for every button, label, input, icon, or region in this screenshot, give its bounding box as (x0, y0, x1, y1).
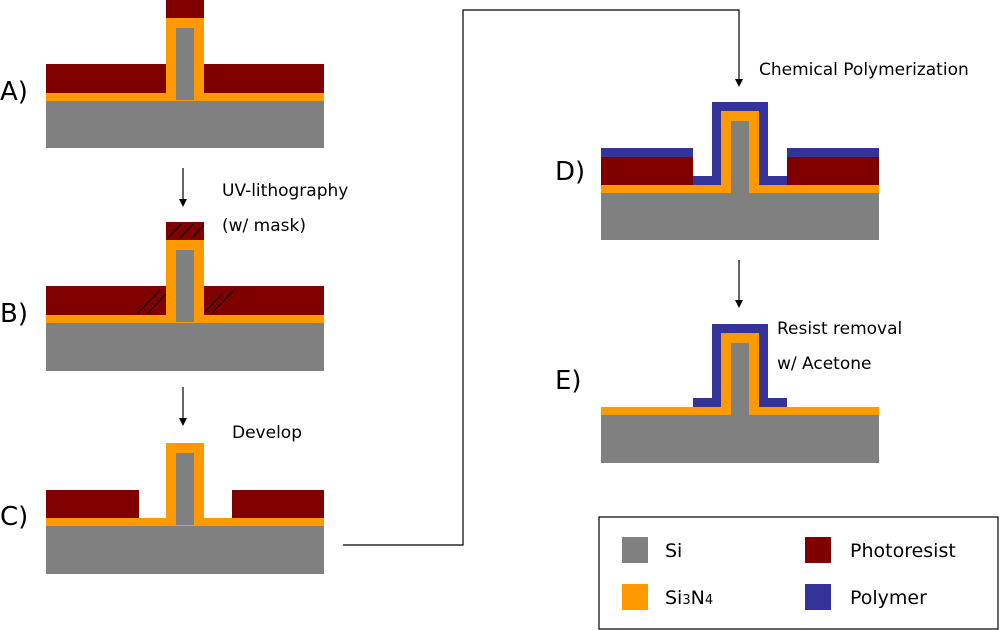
substrate-si (601, 193, 879, 240)
polymer-layer (601, 148, 693, 157)
legend-swatch-si (622, 537, 648, 563)
photoresist-layer (46, 286, 166, 315)
si-pillar (176, 453, 194, 525)
arrow-head-icon (735, 79, 743, 87)
arrow-head-icon (179, 199, 187, 207)
si-pillar (176, 250, 194, 322)
step-label-c: C) (0, 502, 28, 532)
arrow-head-icon (179, 418, 187, 426)
photoresist-layer (204, 286, 324, 315)
legend-label-si3n4-mid: N (691, 587, 705, 609)
photoresist-layer (787, 157, 879, 185)
step-label-e: E) (555, 366, 582, 396)
process-arrows (182, 9, 740, 546)
legend-frame (598, 516, 999, 630)
photoresist-layer (204, 64, 324, 93)
legend-swatch-polymer (805, 584, 831, 610)
photoresist-layer (232, 490, 324, 518)
si-pillar (731, 121, 749, 193)
step-label-a: A) (0, 77, 28, 107)
legend-label-photoresist: Photoresist (850, 540, 956, 562)
exposure-hatching (137, 223, 235, 314)
legend-label-si3n4-base: Si (665, 587, 682, 609)
step-label-d: D) (555, 157, 585, 187)
process-label-with-mask: (w/ mask) (222, 216, 306, 236)
legend-label-si3n4-sub1: 3 (682, 593, 690, 608)
stage-c (46, 443, 324, 574)
stage-a (46, 0, 324, 148)
legend-swatch-photoresist (805, 537, 831, 563)
substrate-si (46, 323, 324, 371)
photoresist-layer (46, 64, 166, 93)
substrate-si (46, 526, 324, 574)
legend-label-si3n4-sub2: 4 (705, 593, 713, 608)
stage-b (46, 222, 324, 371)
process-label-resist-removal: Resist removal (777, 319, 902, 339)
substrate-si (46, 100, 324, 148)
stage-e (601, 324, 879, 463)
si-pillar (176, 28, 194, 100)
si-pillar (731, 343, 749, 415)
step-label-b: B) (0, 299, 28, 329)
arrow-head-icon (735, 300, 743, 308)
process-label-with-acetone: w/ Acetone (777, 354, 871, 374)
polymer-layer (787, 148, 879, 157)
photoresist-layer (601, 157, 693, 185)
legend-label-si3n4: Si3N4 (665, 587, 713, 609)
stage-d (601, 102, 879, 240)
photoresist-layer (46, 490, 139, 518)
legend-swatch-si3n4 (622, 584, 648, 610)
process-label-develop: Develop (232, 423, 302, 443)
arrow-heads (179, 79, 743, 426)
process-label-chemical-polymerization: Chemical Polymerization (759, 60, 969, 80)
substrate-si (601, 415, 879, 463)
legend-label-polymer: Polymer (850, 587, 927, 609)
legend-label-si: Si (665, 540, 682, 562)
photoresist-cap (166, 0, 204, 18)
connector-c-to-d (343, 9, 740, 546)
process-label-uv-lithography: UV-lithography (222, 181, 348, 201)
legend: Si Si3N4 Photoresist Polymer (598, 516, 999, 630)
